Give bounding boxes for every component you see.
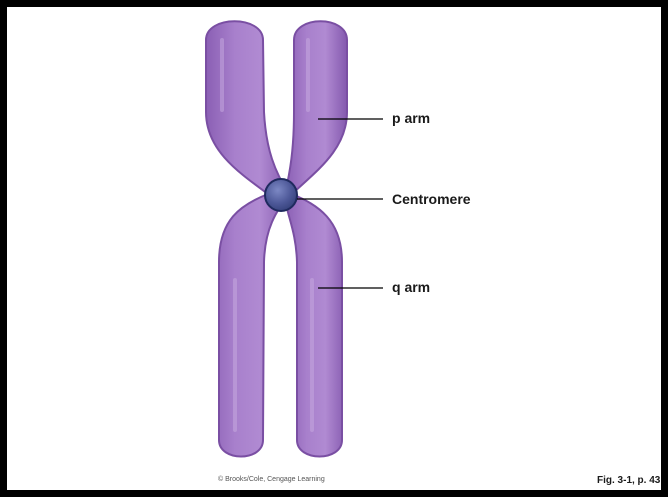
figure-reference: Fig. 3-1, p. 43	[597, 475, 661, 486]
centromere	[265, 179, 297, 211]
q-arm-label: q arm	[392, 279, 430, 295]
left-chromatid	[206, 21, 289, 456]
right-chromatid	[285, 21, 347, 456]
copyright-credit: © Brooks/Cole, Cengage Learning	[218, 475, 325, 483]
centromere-label: Centromere	[392, 191, 471, 207]
p-arm-label: p arm	[392, 110, 430, 126]
